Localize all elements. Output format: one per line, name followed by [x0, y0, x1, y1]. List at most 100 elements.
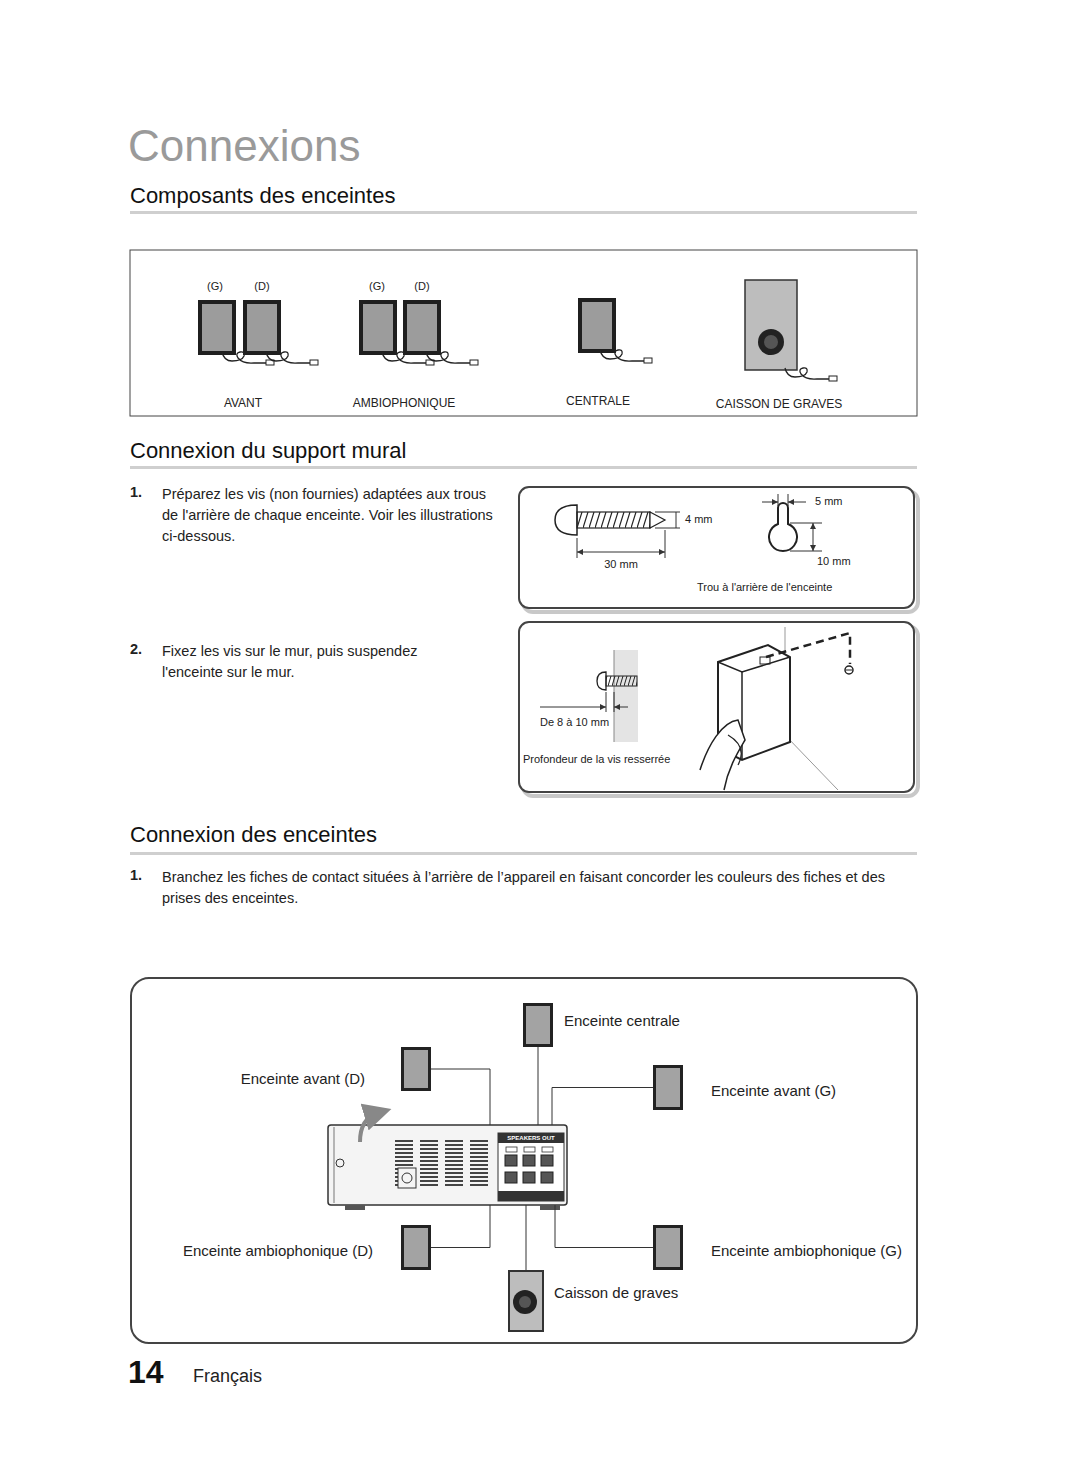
part-name: CENTRALE [566, 394, 630, 408]
wall-mount-panel [728, 735, 741, 765]
step-text: Fixez les vis sur le mur, puis suspendez… [162, 641, 462, 683]
dimension: 5 mm [815, 495, 843, 508]
receiver-drawing [328, 1125, 567, 1205]
section-heading: Composants des enceintes [130, 183, 395, 209]
receiver-drawing [398, 1168, 416, 1188]
speaker-wire [526, 1205, 527, 1270]
speaker-wire [552, 1088, 653, 1126]
speaker-wire [555, 1205, 653, 1248]
dimension: De 8 à 10 mm [540, 716, 609, 729]
wall-mount-panel [718, 657, 790, 672]
part-name: AMBIOPHONIQUE [353, 396, 456, 410]
speaker-label: Enceinte ambiophonique (D) [183, 1242, 373, 1260]
speaker-box: Enceinte avant (D) [401, 1047, 431, 1091]
receiver-drawing [542, 1147, 553, 1152]
wall-mount-panel [540, 707, 606, 708]
section-heading: Connexion du support mural [130, 438, 406, 464]
caption-note: Profondeur de la vis resserrée [523, 753, 670, 766]
screw-panel [519, 487, 914, 608]
connection-panel [131, 978, 917, 1343]
speaker-box: Enceinte ambiophonique (G) [653, 1225, 683, 1270]
connection-panel [131, 978, 917, 1343]
receiver-drawing [498, 1191, 564, 1201]
subwoofer-box: Caisson de graves [508, 1270, 544, 1332]
receiver-drawing [524, 1147, 535, 1152]
step-number: 1. [130, 484, 142, 501]
wall-mount-panel [614, 692, 615, 712]
speaker-box: Enceinte avant (G) [653, 1065, 683, 1110]
woofer-drawing [519, 1296, 531, 1308]
step-number: 2. [130, 641, 142, 658]
screw-panel [577, 538, 578, 558]
receiver-drawing [523, 1172, 535, 1183]
title-rules [130, 852, 917, 855]
screw-panel [577, 549, 665, 555]
components-panel [578, 298, 616, 353]
components-panel [785, 368, 837, 381]
receiver-drawing [345, 1205, 365, 1210]
wall-mount-panel [606, 692, 607, 712]
wall-mount-panel [785, 627, 838, 790]
screw-panel [555, 505, 577, 535]
receiver-drawing [498, 1133, 564, 1143]
side-mark: (G) [207, 280, 223, 293]
speaker-box: Enceinte ambiophonique (D) [401, 1225, 431, 1270]
receiver-drawing [402, 1173, 412, 1183]
receiver-unit: SPEAKERS OUT [328, 1125, 567, 1205]
wall-mount-panel [600, 704, 620, 710]
components-panel [266, 352, 318, 365]
wall-mount-panel [606, 676, 637, 686]
language-name: Français [193, 1366, 262, 1388]
wall-mount-panel [846, 670, 852, 671]
components-panel [403, 300, 441, 355]
components-panel [745, 280, 797, 370]
components-panel [243, 300, 281, 355]
wall-mount-panel [519, 622, 914, 792]
title-rules [130, 466, 917, 469]
wall-mount-panel [700, 720, 745, 790]
speaker-label: Enceinte avant (D) [241, 1070, 365, 1088]
speaker-box: Enceinte centrale [523, 1003, 553, 1047]
wall-mount-panel [614, 650, 638, 742]
components-panel [764, 335, 778, 349]
receiver-drawing [505, 1172, 517, 1183]
components-panel [426, 352, 478, 365]
receiver-drawing [360, 1113, 378, 1142]
woofer-drawing [510, 1272, 542, 1330]
receiver-drawing [498, 1133, 564, 1201]
woofer-drawing [513, 1290, 537, 1314]
part-name: AVANT [224, 396, 262, 410]
wall-mount-panel [614, 650, 615, 742]
components-panel [130, 250, 917, 416]
panel-label: SPEAKERS OUT [498, 1133, 564, 1143]
receiver-drawing [336, 1159, 344, 1167]
title-rules [130, 211, 917, 855]
screw-panel [788, 494, 789, 506]
screw-panel [810, 523, 816, 551]
side-mark: (D) [254, 280, 269, 293]
title-rules [130, 211, 917, 214]
speaker-wire [538, 1047, 539, 1125]
screw-panel [790, 551, 822, 552]
receiver-drawing [506, 1147, 517, 1152]
speaker-label: Enceinte ambiophonique (G) [711, 1242, 902, 1260]
wall-mount-panel [597, 672, 606, 690]
receiver-drawing [334, 1127, 335, 1203]
wall-mount-panel [766, 633, 850, 664]
screw-panel [772, 499, 794, 505]
components-panel [198, 300, 236, 355]
screw-panel [769, 503, 797, 551]
part-name: CAISSON DE GRAVES [716, 397, 842, 411]
components-panel [758, 329, 784, 355]
receiver-drawing [505, 1155, 517, 1166]
caption-note: Trou à l'arrière de l'enceinte [697, 581, 832, 594]
receiver-drawing [541, 1155, 553, 1166]
side-mark: (D) [414, 280, 429, 293]
screw-panel [577, 552, 665, 553]
speaker-wire [431, 1069, 490, 1125]
screw-panel [665, 530, 666, 558]
step-text: Préparez les vis (non fournies) adaptées… [162, 484, 494, 547]
receiver-drawing [540, 1205, 560, 1210]
screw-panel [778, 494, 779, 506]
